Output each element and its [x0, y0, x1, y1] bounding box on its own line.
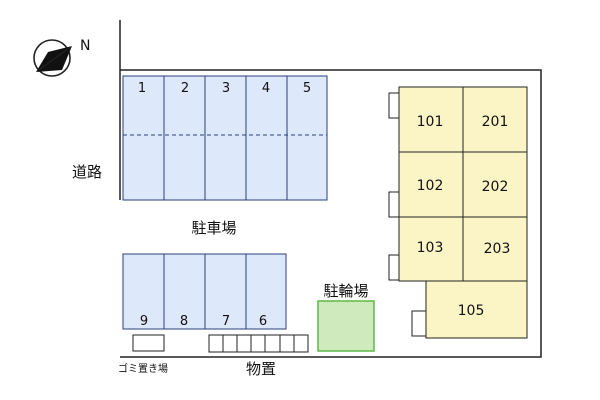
parking-space-label: 9	[140, 314, 148, 329]
parking-space-label: 3	[222, 81, 230, 96]
parking-bottom-row: 9 8 7 6	[122, 253, 287, 330]
unit-102	[398, 151, 464, 218]
bicycle-parking-area	[317, 300, 375, 352]
unit-label: 201	[482, 114, 509, 130]
storage-area	[208, 334, 309, 353]
bicycle-parking-label: 駐輪場	[323, 282, 368, 300]
north-label: N	[80, 38, 90, 54]
parking-label: 駐車場	[191, 219, 236, 237]
unit-label: 102	[417, 178, 444, 194]
balcony	[388, 191, 400, 218]
parking-space-label: 5	[303, 81, 311, 96]
unit-label: 202	[482, 179, 509, 195]
unit-101	[398, 86, 464, 153]
garbage-label: ゴミ置き場	[118, 362, 168, 375]
parking-space-label: 1	[138, 81, 146, 96]
unit-label: 103	[417, 240, 444, 256]
apartment-building: 101 102 103 201 202 203 105	[388, 86, 528, 339]
unit-105	[425, 280, 528, 339]
parking-top-block	[122, 75, 328, 201]
unit-103	[398, 216, 464, 282]
parking-top-row: 1 2 3 4 5	[122, 75, 328, 201]
parking-space-label: 6	[259, 314, 267, 329]
balcony	[388, 254, 400, 281]
lot-boundary	[120, 69, 542, 358]
storage-label: 物置	[246, 360, 276, 378]
parking-space-label: 7	[222, 314, 230, 329]
unit-label: 101	[417, 114, 444, 130]
balcony	[388, 92, 400, 119]
unit-201	[462, 86, 528, 153]
compass-icon: N	[33, 38, 90, 77]
unit-202	[462, 151, 528, 218]
unit-label: 203	[484, 241, 511, 257]
road-label: 道路	[72, 163, 102, 181]
balcony	[411, 310, 427, 337]
unit-label: 105	[458, 303, 485, 319]
parking-space-label: 4	[262, 81, 270, 96]
parking-space-label: 8	[180, 314, 188, 329]
parking-space-label: 2	[181, 81, 189, 96]
garbage-area	[132, 334, 165, 352]
unit-203	[462, 216, 528, 282]
